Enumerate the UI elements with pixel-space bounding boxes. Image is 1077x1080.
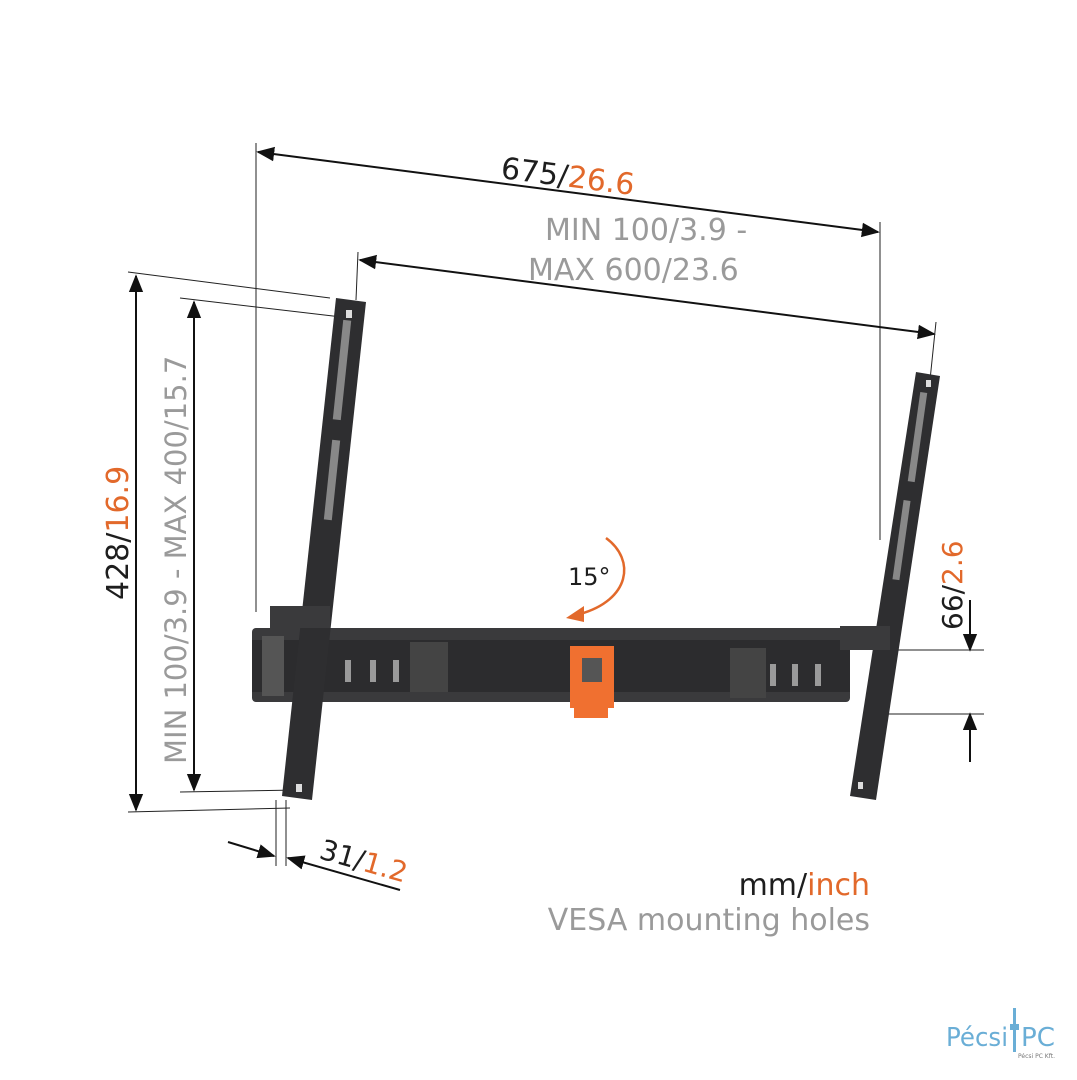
- dimension-lines: [128, 146, 978, 891]
- logo-text-left: Pécsi: [946, 1023, 1008, 1053]
- depth-adjust-dimension: 66/2.6: [936, 540, 969, 630]
- right-vertical-arm: [840, 372, 940, 800]
- vesa-horizontal-line1: MIN 100/3.9 -: [545, 213, 747, 248]
- logo-text-right: PC: [1021, 1023, 1055, 1053]
- tilt-arrow-icon: [579, 536, 626, 616]
- logo-subtitle: Pécsi PC Kft.: [1018, 1053, 1055, 1060]
- extension-lines: [127, 143, 984, 866]
- wall-mount-bracket: [252, 628, 850, 718]
- units-legend: mm/inch: [739, 868, 870, 903]
- tilt-arrowhead-icon: [566, 606, 584, 622]
- height-dimension: 428/16.9: [101, 466, 136, 600]
- tilt-angle: 15°: [568, 563, 611, 591]
- width-dimension: 675/26.6: [499, 151, 637, 203]
- wall-distance-dimension: 31/1.2: [316, 833, 411, 889]
- pecsi-pc-logo: Pécsi PC Pécsi PC Kft.: [946, 1008, 1055, 1060]
- left-vertical-arm: [270, 298, 366, 800]
- vesa-vertical-dimension: MIN 100/3.9 - MAX 400/15.7: [159, 356, 193, 764]
- vesa-note: VESA mounting holes: [548, 903, 870, 938]
- vesa-horizontal-line2: MAX 600/23.6: [528, 253, 739, 288]
